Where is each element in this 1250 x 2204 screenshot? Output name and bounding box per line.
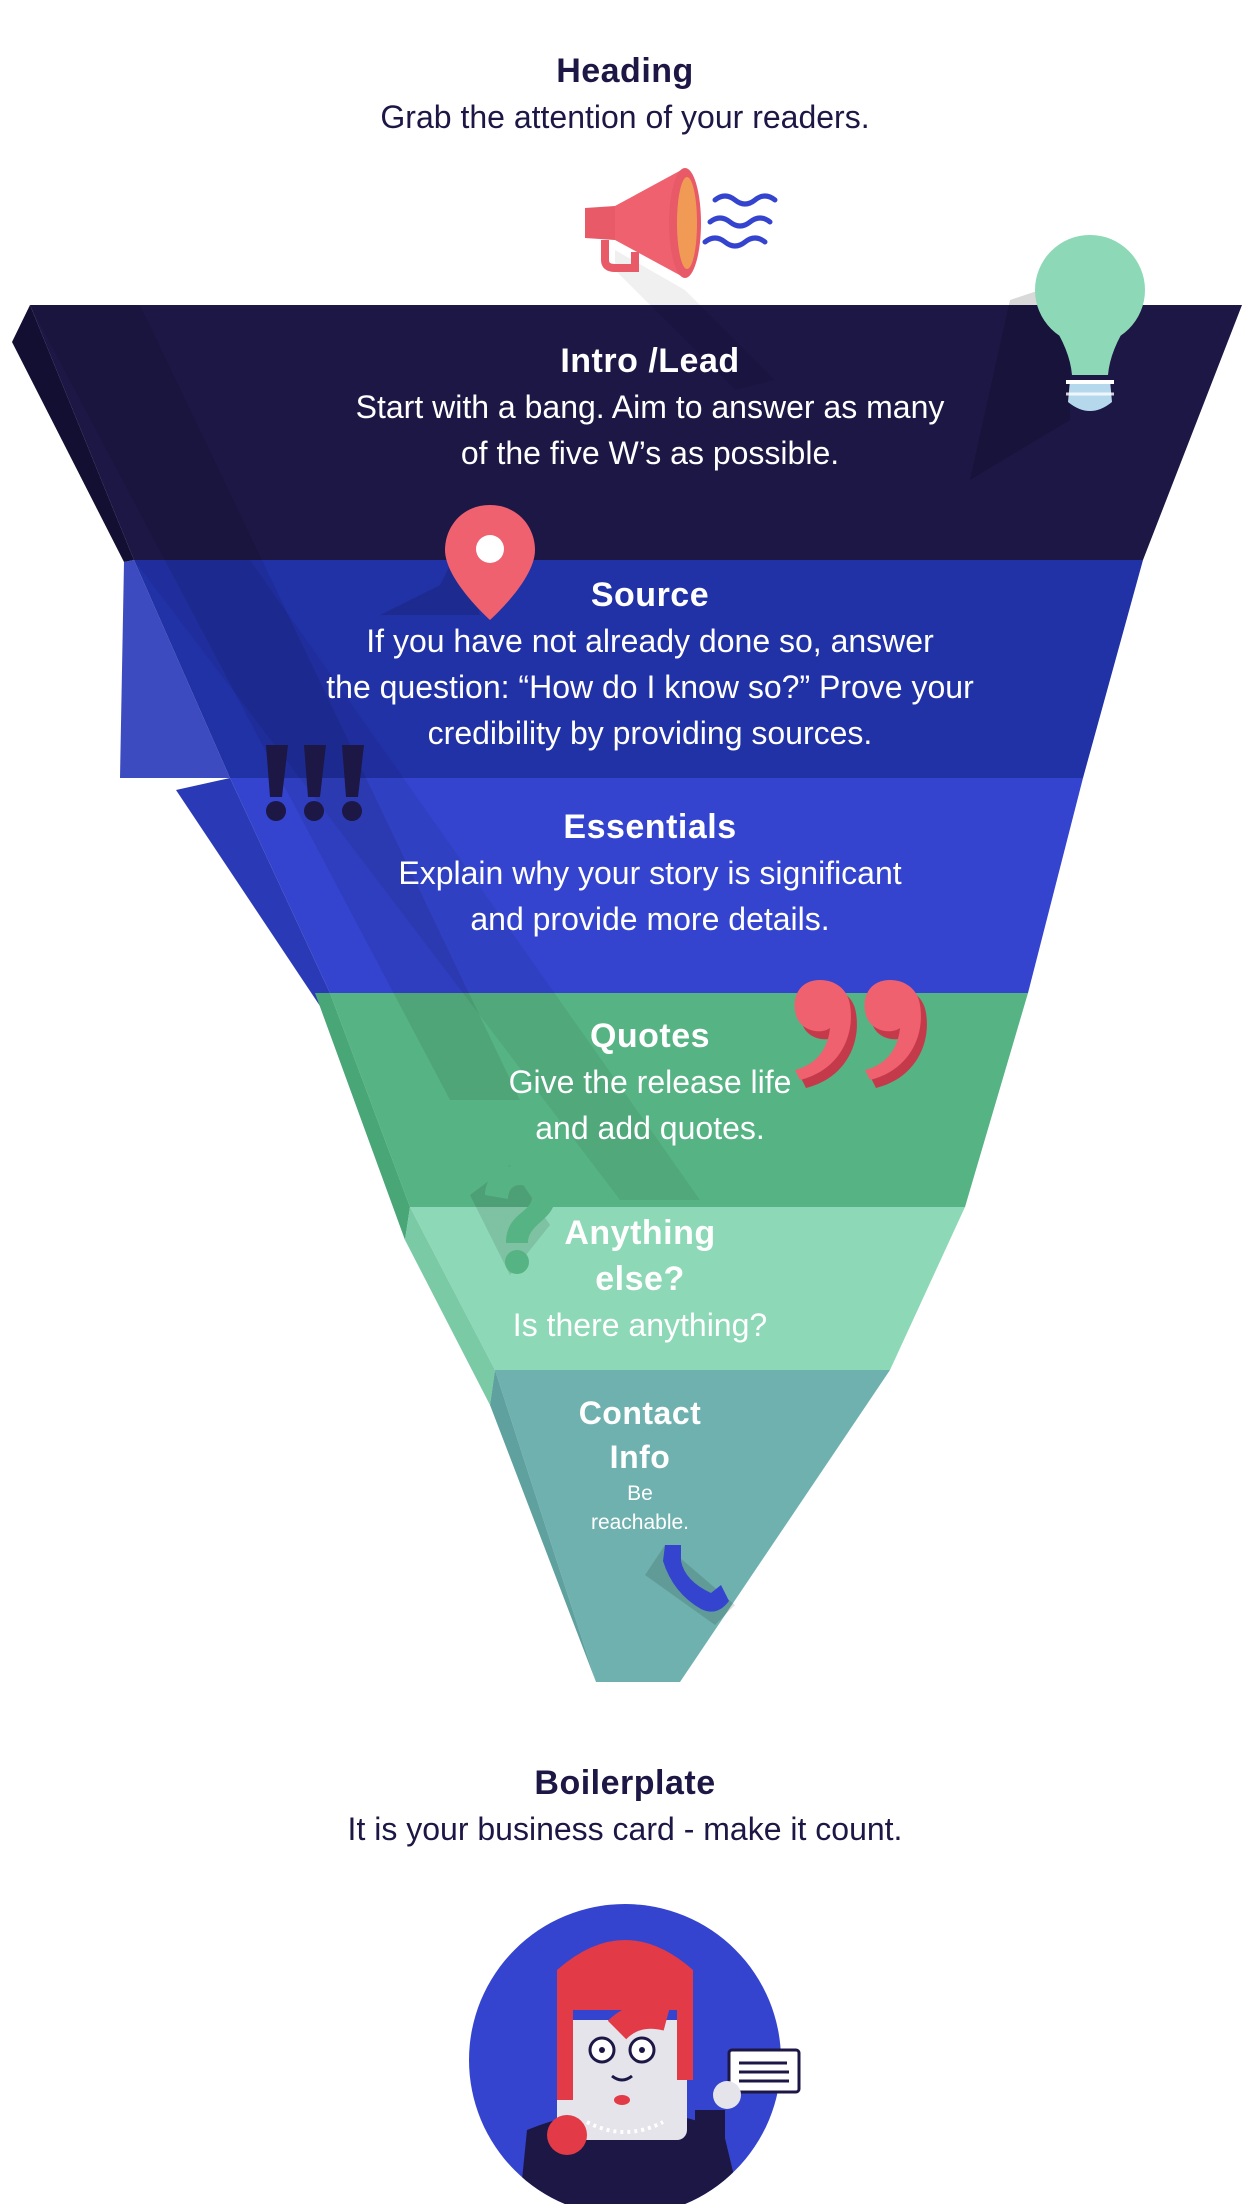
layer-anything-else: Anything else? Is there anything? (470, 1210, 810, 1348)
person-with-business-card-avatar (469, 1904, 801, 2204)
layer-title: Quotes (589, 1017, 711, 1055)
funnel-left-face-1 (12, 305, 134, 562)
layer-title: else? (595, 1260, 685, 1298)
layer-line: Explain why your story is significant (398, 855, 902, 891)
exclamation-marks-icon (266, 745, 364, 821)
question-mark-icon (470, 1165, 555, 1275)
layer-source-band (134, 560, 1143, 778)
funnel-left-face-4 (315, 993, 410, 1240)
funnel-left-face-3 (176, 778, 336, 1030)
boilerplate-section: Boilerplate It is your business card - m… (0, 1760, 1250, 1852)
layer-title: Anything (564, 1214, 716, 1252)
layer-line: and add quotes. (535, 1110, 765, 1146)
layer-title: Info (609, 1439, 671, 1475)
layer-intro: Intro /Lead Start with a bang. Aim to an… (260, 338, 1040, 476)
layer-intro-band (30, 305, 1242, 560)
heading-description: Grab the attention of your readers. (380, 99, 870, 135)
phone-receiver-icon (645, 1545, 735, 1625)
funnel-left-face-5 (405, 1207, 495, 1405)
heading-title: Heading (556, 52, 694, 90)
funnel-left-face-6 (490, 1370, 596, 1682)
funnel-left-face-2 (120, 560, 230, 778)
layer-essentials: Essentials Explain why your story is sig… (320, 804, 980, 942)
boilerplate-title: Boilerplate (534, 1764, 716, 1802)
layer-line: Be (627, 1482, 653, 1505)
layer-line: the question: “How do I know so?” Prove … (326, 669, 974, 705)
lightbulb-icon (970, 235, 1145, 480)
layer-essentials-band (230, 778, 1083, 993)
layer-line: Give the release life (508, 1064, 792, 1100)
layer-title: Source (590, 576, 710, 614)
layer-anything-band (410, 1207, 965, 1370)
layer-contact-band (495, 1370, 890, 1682)
layer-title: Contact (578, 1395, 702, 1431)
layer-contact-info: Contact Info Be reachable. (520, 1391, 760, 1537)
quotation-marks-icon (794, 980, 927, 1088)
heading-section: Heading Grab the attention of your reade… (0, 48, 1250, 140)
shadow-diagonal-2 (134, 560, 700, 1200)
layer-source: Source If you have not already done so, … (230, 572, 1070, 756)
layer-line: credibility by providing sources. (427, 715, 873, 751)
layer-line: reachable. (590, 1511, 690, 1534)
layer-line: Start with a bang. Aim to answer as many (355, 389, 945, 425)
layer-line: and provide more details. (470, 901, 830, 937)
layer-quotes: Quotes Give the release life and add quo… (420, 1013, 880, 1151)
layer-title: Intro /Lead (560, 342, 740, 380)
location-pin-icon (380, 505, 535, 620)
megaphone-icon (585, 168, 778, 390)
layer-quotes-band (330, 993, 1028, 1207)
shadow-diagonal (30, 305, 520, 1100)
layer-line: of the five W’s as possible. (460, 435, 840, 471)
boilerplate-description: It is your business card - make it count… (347, 1811, 903, 1847)
layer-title: Essentials (563, 808, 737, 846)
layer-line: If you have not already done so, answer (366, 623, 934, 659)
layer-line: Is there anything? (512, 1307, 768, 1343)
